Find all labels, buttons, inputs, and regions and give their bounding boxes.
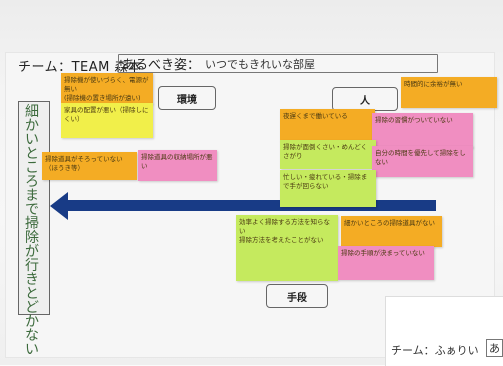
main-arrow-head — [50, 192, 68, 220]
note-means-2: 細かいところの掃除道具がない — [341, 216, 442, 247]
note-env-1: 掃除機が使いづらく、電源が無い(掃除機の置き場所が遠い) — [61, 73, 153, 104]
note-people-4: 掃除が面倒くさい・めんどくさがり — [280, 140, 376, 169]
section-people: 人 — [332, 87, 398, 111]
problem-text: 細かいところまで掃除が行きとどかない — [25, 104, 39, 358]
bottom-card-title: チーム：ふぁりい — [391, 344, 479, 357]
note-people-1: 時間的に余裕が無い — [401, 77, 497, 108]
note-people-2: 夜遅くまで働いている — [280, 109, 375, 142]
note-env-4: 掃除道具の収納場所が悪い — [138, 150, 217, 181]
section-environment: 環境 — [158, 86, 216, 110]
problem-panel — [18, 101, 50, 315]
note-means-3: 掃除の手順が決まっていない — [338, 246, 434, 280]
note-env-2: 家具の配置が悪い（掃除しにくい） — [61, 103, 153, 138]
bottom-card-box: あ — [486, 339, 503, 357]
ideal-value: いつでもきれいな部屋 — [205, 58, 315, 71]
section-means: 手段 — [266, 284, 328, 308]
note-people-3: 掃除の習慣がついていない — [372, 113, 473, 148]
ideal-box — [118, 54, 438, 73]
note-env-3: 掃除道具がそろっていない（ほうき等） — [42, 152, 137, 180]
note-people-6: 忙しい・疲れている・掃除まで手が回らない — [280, 170, 376, 207]
note-people-5: 自分の時間を優先して掃除をしない — [372, 146, 473, 177]
team-title: チーム：TEAM 森本 — [18, 60, 142, 75]
main-arrow-line — [66, 200, 436, 211]
note-means-1: 効率よく掃除する方法を知らない掃除方法を考えたことがない — [236, 215, 338, 281]
bottom-right-card — [385, 296, 503, 366]
ideal-label: あるべき姿： — [122, 58, 201, 73]
